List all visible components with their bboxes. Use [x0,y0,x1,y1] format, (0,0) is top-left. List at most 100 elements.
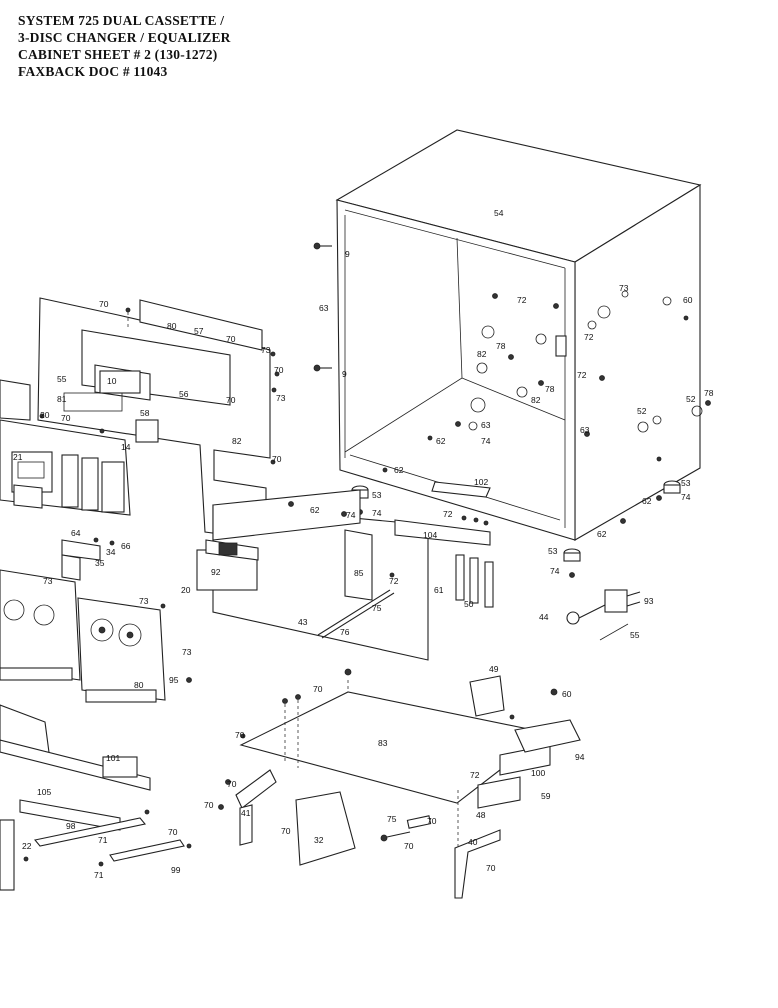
part-label: 72 [584,332,594,342]
part-label: 73 [619,283,629,293]
part-label: 63 [580,425,590,435]
part-label: 92 [211,567,221,577]
part-label: 74 [481,436,491,446]
part-label: 53 [372,490,382,500]
cassette-mechanisms [0,569,192,703]
part-label: 78 [545,384,555,394]
part-label: 99 [171,865,181,875]
part-label: 73 [139,596,149,606]
part-label: 98 [66,821,76,831]
part-label: 22 [22,841,32,851]
part-label: 70 [427,816,437,826]
part-label: 95 [169,675,179,685]
mounting-brackets-left [61,537,115,581]
main-chassis [196,489,494,661]
lower-left-assembly [0,704,192,891]
part-label: 56 [179,389,189,399]
part-label: 70 [168,827,178,837]
part-label: 104 [423,530,437,540]
part-label: 60 [562,689,572,699]
part-label: 100 [531,768,545,778]
part-label: 72 [577,370,587,380]
part-label: 72 [517,295,527,305]
part-label: 70 [226,395,236,405]
part-label: 73 [276,393,286,403]
part-label: 70 [272,454,282,464]
part-label: 70 [281,826,291,836]
part-number-labels: 54 9 9 63 72 73 60 72 82 78 72 78 82 52 … [13,208,714,880]
part-label: 66 [121,541,131,551]
part-label: 82 [232,436,242,446]
part-label: 71 [98,835,108,845]
part-label: 83 [378,738,388,748]
part-label: 93 [644,596,654,606]
part-label: 73 [43,576,53,586]
part-label: 85 [354,568,364,578]
part-label: 80 [134,680,144,690]
part-label: 70 [404,841,414,851]
part-label: 94 [575,752,585,762]
part-label: 55 [630,630,640,640]
part-label: 73 [261,345,271,355]
part-label: 60 [683,295,693,305]
part-label: 61 [434,585,444,595]
part-label: 70 [274,365,284,375]
part-label: 10 [107,376,117,386]
part-label: 53 [681,478,691,488]
part-label: 62 [310,505,320,515]
part-label: 70 [204,800,214,810]
part-label: 62 [642,496,652,506]
part-label: 75 [372,603,382,613]
part-label: 73 [182,647,192,657]
part-label: 58 [140,408,150,418]
part-label: 53 [548,546,558,556]
power-cord [566,589,641,641]
part-label: 74 [550,566,560,576]
part-label: 70 [486,863,496,873]
part-label: 62 [394,465,404,475]
part-label: 32 [314,835,324,845]
part-label: 102 [474,477,488,487]
front-subchassis [37,297,280,541]
part-label: 82 [531,395,541,405]
part-label: 20 [40,410,50,420]
part-label: 76 [340,627,350,637]
part-label: 63 [319,303,329,313]
part-label: 72 [443,509,453,519]
part-label: 63 [481,420,491,430]
title-line-2: 3-DISC CHANGER / EQUALIZER [18,30,231,45]
part-label: 101 [106,753,120,763]
part-label: 9 [342,369,347,379]
part-label: 34 [106,547,116,557]
part-label: 70 [61,413,71,423]
part-label: 80 [167,321,177,331]
title-line-4: FAXBACK DOC # 11043 [18,64,168,79]
part-label: 59 [541,791,551,801]
part-label: 70 [313,684,323,694]
left-cassette-panel [0,379,131,516]
part-label: 49 [489,664,499,674]
document-title-block: SYSTEM 725 DUAL CASSETTE / 3-DISC CHANGE… [18,12,231,80]
part-label: 82 [477,349,487,359]
part-label: 81 [57,394,67,404]
part-label: 70 [227,779,237,789]
part-label: 14 [121,442,131,452]
part-label: 70 [235,730,245,740]
part-label: 55 [57,374,67,384]
part-label: 48 [476,810,486,820]
part-label: 41 [241,808,251,818]
part-label: 54 [494,208,504,218]
part-label: 62 [436,436,446,446]
part-label: 50 [464,599,474,609]
part-label: 74 [346,510,356,520]
part-label: 74 [681,492,691,502]
part-label: 78 [496,341,506,351]
part-label: 21 [13,452,23,462]
part-label: 64 [71,528,81,538]
part-label: 57 [194,326,204,336]
bottom-plate [218,668,581,899]
part-label: 52 [637,406,647,416]
part-label: 70 [99,299,109,309]
part-label: 75 [387,814,397,824]
